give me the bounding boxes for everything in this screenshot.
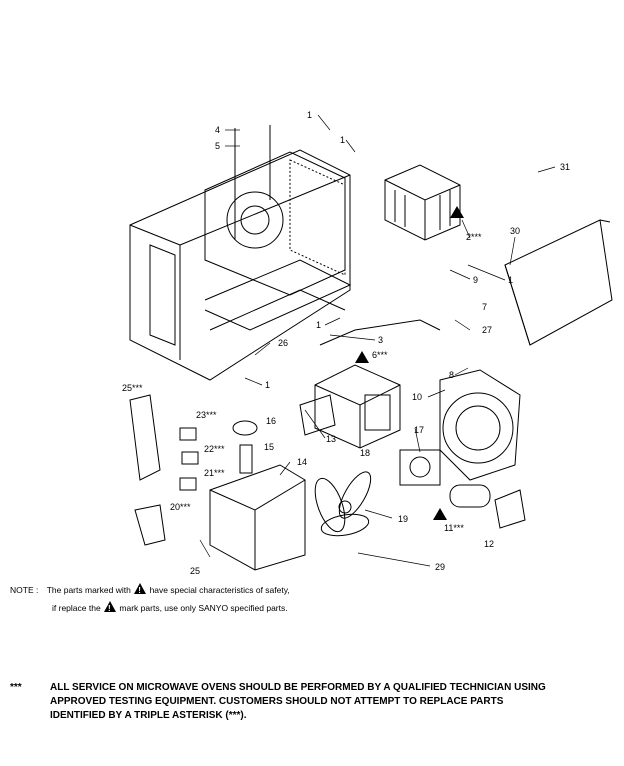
exploded-parts-diagram: 1 1 4 5 31 2*** 30 1 9 7 27 1 3 26 6*** … bbox=[122, 110, 613, 576]
warning-triangle-icon bbox=[134, 583, 147, 597]
callout: 1 bbox=[316, 320, 321, 330]
fan-motor bbox=[399, 449, 441, 486]
note-line2-b: mark parts, use only SANYO specified par… bbox=[119, 603, 288, 613]
callout: 3 bbox=[378, 335, 383, 345]
callout: 30 bbox=[510, 226, 520, 236]
note-line1-a: The parts marked with bbox=[46, 585, 131, 595]
footer-line3: IDENTIFIED BY A TRIPLE ASTERISK (***). bbox=[50, 710, 247, 721]
callout: 1 bbox=[340, 135, 345, 145]
callout: 19 bbox=[398, 514, 408, 524]
cabinet-cover bbox=[504, 219, 613, 346]
callout: 5 bbox=[215, 141, 220, 151]
callout: 2*** bbox=[466, 232, 482, 242]
callout: 8 bbox=[449, 370, 454, 380]
footer-marker: *** bbox=[10, 682, 22, 693]
callout: 10 bbox=[412, 392, 422, 402]
waveguide-rod bbox=[319, 319, 441, 346]
callout: 6*** bbox=[372, 350, 388, 360]
callout: 1 bbox=[265, 380, 270, 390]
safety-note-line2: if replace the mark parts, use only SANY… bbox=[52, 601, 288, 615]
safety-note: NOTE : The parts marked with have specia… bbox=[10, 583, 290, 597]
note-line1-b: have special characteristics of safety, bbox=[149, 585, 290, 595]
transformer bbox=[384, 164, 461, 241]
oven-chassis bbox=[129, 125, 352, 381]
callout: 1 bbox=[307, 110, 312, 120]
callout: 14 bbox=[297, 457, 307, 467]
note-label: NOTE : bbox=[10, 585, 39, 595]
callout: 25 bbox=[190, 566, 200, 576]
callout: 20*** bbox=[170, 502, 191, 512]
callout: 17 bbox=[414, 425, 424, 435]
callout: 1 bbox=[508, 275, 513, 285]
callout-numbers: 1 1 4 5 31 2*** 30 1 9 7 27 1 3 26 6*** … bbox=[122, 110, 570, 576]
callout: 22*** bbox=[204, 444, 225, 454]
capacitor bbox=[449, 484, 526, 529]
callout: 12 bbox=[484, 539, 494, 549]
callout: 7 bbox=[482, 302, 487, 312]
air-guide bbox=[439, 369, 521, 481]
switch-bracket bbox=[209, 464, 306, 571]
callout: 29 bbox=[435, 562, 445, 572]
callout: 23*** bbox=[196, 410, 217, 420]
footer-line2: APPROVED TESTING EQUIPMENT. CUSTOMERS SH… bbox=[50, 696, 504, 707]
callout: 15 bbox=[264, 442, 274, 452]
callout: 16 bbox=[266, 416, 276, 426]
callout: 4 bbox=[215, 125, 220, 135]
fan-blade bbox=[314, 471, 372, 537]
callout: 11*** bbox=[444, 523, 464, 533]
callout: 25*** bbox=[122, 383, 143, 393]
footer-line1: ALL SERVICE ON MICROWAVE OVENS SHOULD BE… bbox=[50, 682, 546, 693]
callout: 31 bbox=[560, 162, 570, 172]
warning-triangle-icon bbox=[104, 601, 117, 615]
callout: 13 bbox=[326, 434, 336, 444]
latch-board bbox=[129, 394, 166, 546]
safety-warning-icons bbox=[355, 206, 464, 520]
callout: 26 bbox=[278, 338, 288, 348]
callout: 27 bbox=[482, 325, 492, 335]
interlock-switches bbox=[179, 420, 258, 491]
callout: 9 bbox=[473, 275, 478, 285]
callout: 21*** bbox=[204, 468, 225, 478]
note-line2-a: if replace the bbox=[52, 603, 101, 613]
leader-lines bbox=[199, 114, 556, 567]
callout: 18 bbox=[360, 448, 370, 458]
magnetron bbox=[299, 364, 401, 449]
